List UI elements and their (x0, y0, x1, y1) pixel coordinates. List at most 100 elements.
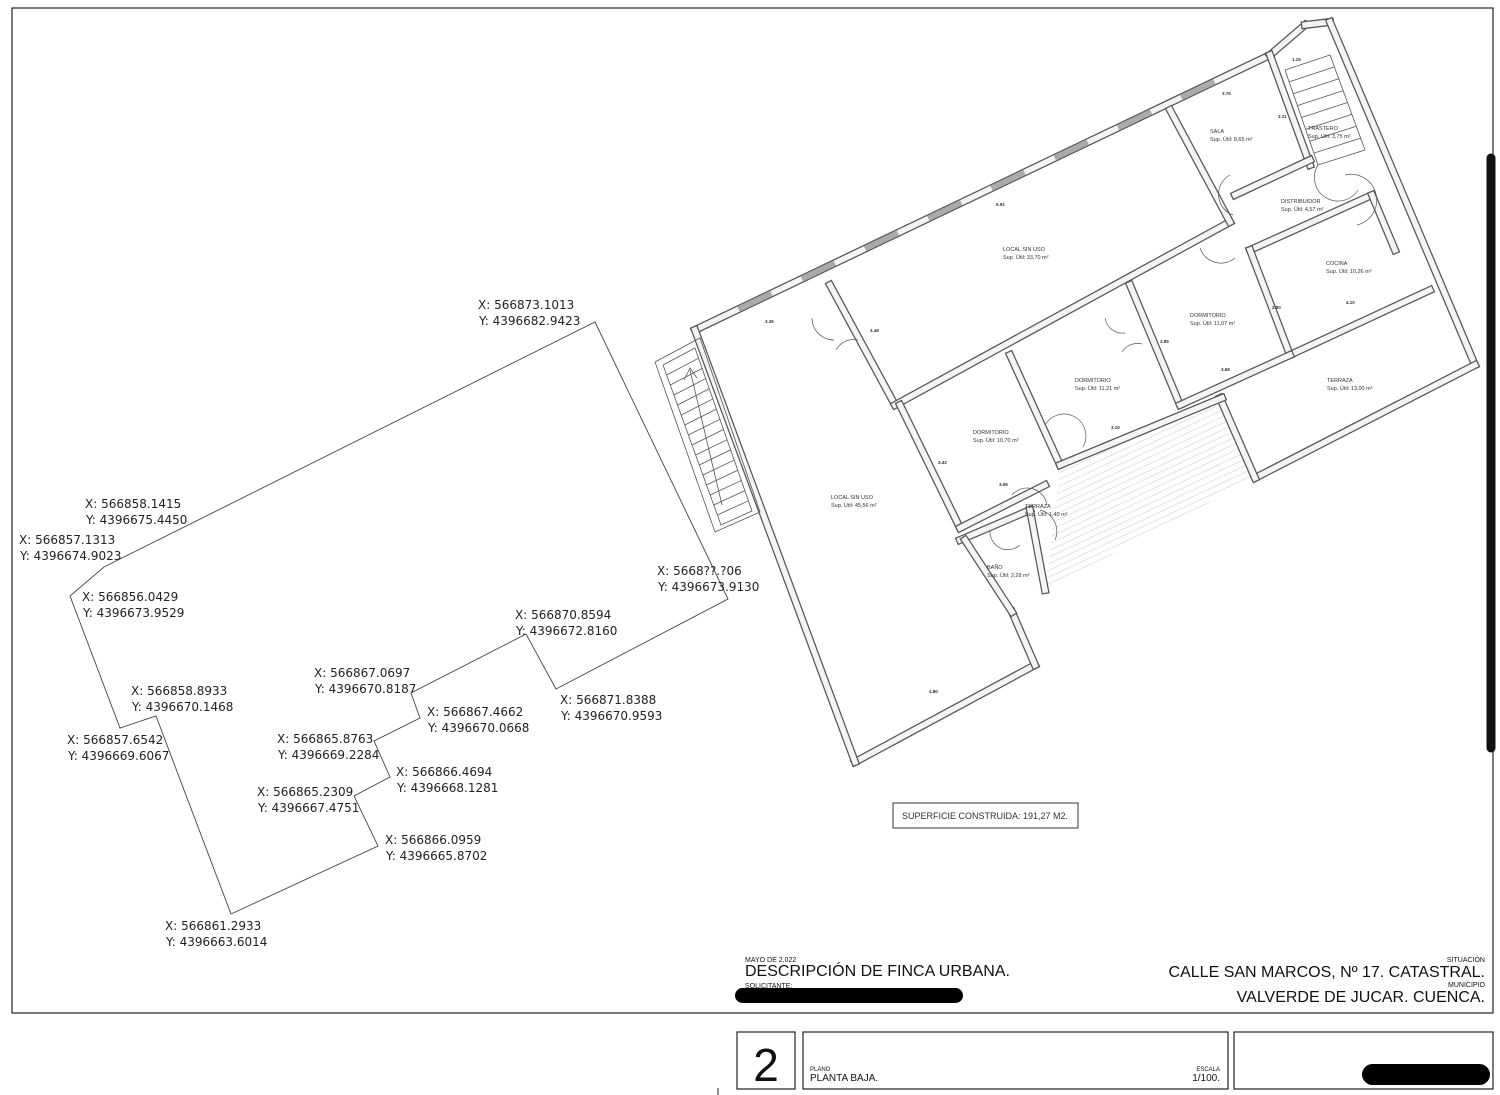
wall-fill (1368, 191, 1399, 254)
stair-step (1301, 102, 1348, 118)
stair-step (717, 500, 749, 516)
wall-fill (1008, 608, 1039, 669)
redacted-signature (1362, 1064, 1490, 1085)
wall-fill (1266, 51, 1314, 169)
coordinate-y-label: Y: 4396665.8702 (385, 849, 487, 863)
coordinate-x-label: X: 566866.0959 (385, 833, 481, 847)
room-name: COCINA (1326, 261, 1348, 267)
room-area: Sup. Útil: 10,26 m² (1326, 268, 1372, 275)
stair-step (706, 469, 738, 486)
room-area: Sup. Útil: 13,00 m² (1327, 385, 1373, 392)
wall-fill (1126, 281, 1184, 409)
room-name: DORMITORIO (973, 430, 1009, 436)
coordinate-y-label: Y: 4396670.1468 (131, 700, 233, 714)
dimension-label: 3.48 (870, 328, 879, 333)
wall-fill (1026, 506, 1049, 594)
coordinate-x-label: X: 566856.0429 (82, 590, 178, 604)
built-area-box (892, 802, 1079, 829)
dimension-label: 3.89 (1160, 339, 1169, 344)
stair-step (699, 449, 731, 466)
dimension-label: 3.11 (1278, 114, 1287, 119)
parcel-boundary (69, 321, 729, 915)
doors (811, 164, 1377, 551)
room-name: TERRAZA (1025, 504, 1051, 510)
stair-step (695, 439, 728, 456)
coordinate-x-label: X: 5668??.?06 (657, 564, 742, 578)
coordinate-y-label: Y: 4396668.1281 (396, 781, 498, 795)
wall-fill (1251, 361, 1479, 482)
wall-fill (1246, 246, 1294, 359)
room-name: DISTRIBUIDOR (1281, 199, 1320, 205)
municipality-label: MUNICIPIO (1448, 982, 1486, 989)
coordinate-y-label: Y: 4396675.4450 (85, 513, 187, 527)
coordinate-x-label: X: 566873.1013 (478, 298, 574, 312)
stair-step (662, 347, 696, 366)
wall-fill (1216, 394, 1259, 482)
room-name: SALA (1210, 129, 1224, 135)
situation-label: SITUACIÓN (1447, 955, 1485, 964)
dimension-label: 4.80 (929, 689, 938, 694)
wall-fill (956, 506, 1034, 544)
coordinate-x-label: X: 566857.1313 (19, 533, 115, 547)
room-area: Sup. Útil: 2,28 m² (987, 572, 1030, 579)
stair-step (684, 408, 717, 426)
wall-fill (1006, 351, 1064, 469)
room-area: Sup. Útil: 10,70 m² (973, 437, 1019, 444)
room-name: BAÑO (987, 564, 1003, 571)
window (737, 290, 773, 312)
coordinate-x-label: X: 566858.1415 (85, 497, 181, 511)
coordinate-x-label: X: 566865.8763 (277, 732, 373, 746)
coordinate-x-label: X: 566867.0697 (314, 666, 410, 680)
coordinate-y-label: Y: 4396670.9593 (560, 709, 662, 723)
dimension-label: 1.15 (1292, 57, 1301, 62)
plan-name: PLANTA BAJA. (810, 1073, 878, 1084)
wall-fill (851, 661, 1039, 766)
dimension-label: 3.43 (938, 460, 947, 465)
dimension-label: 3.75 (1222, 91, 1231, 96)
dimension-label: 3.06 (999, 482, 1008, 487)
municipality-text: VALVERDE DE JUCAR. CUENCA. (1237, 989, 1485, 1006)
applicant-label: SOLICITANTE: (745, 983, 792, 990)
room-area: Sup. Útil: 11,07 m² (1190, 320, 1235, 327)
window (1116, 109, 1153, 131)
wall-fill (1056, 394, 1226, 469)
coordinate-y-label: Y: 4396673.9130 (657, 580, 759, 594)
stair-step (1313, 137, 1361, 154)
window (863, 230, 900, 252)
wall-fill (1166, 106, 1234, 226)
coordinate-x-label: X: 566866.4694 (396, 765, 492, 779)
signature-box (1233, 1031, 1494, 1090)
room-area: Sup. Útil: 45,56 m² (831, 502, 877, 509)
coordinate-x-label: X: 566870.8594 (515, 608, 611, 622)
stair-step (1288, 66, 1335, 83)
room-name: LOCAL SIN USO (831, 495, 874, 501)
wall-fill (1246, 191, 1376, 254)
coordinate-y-label: Y: 4396670.8187 (314, 682, 416, 696)
terrace-hatch (1045, 398, 1255, 590)
room-area: Sup. Útil: 11,21 m² (1075, 385, 1120, 392)
dimension-label: 3.36 (765, 319, 774, 324)
wall-fill (961, 536, 1016, 616)
plan-label: PLANO (810, 1067, 831, 1073)
stair-step (1293, 78, 1339, 95)
room-name: DORMITORIO (1075, 378, 1111, 384)
scale-label: ESCALA (1196, 1067, 1220, 1073)
wall-fill (896, 401, 964, 532)
window (800, 260, 836, 282)
room-area: Sup. Útil: 4,57 m² (1281, 206, 1324, 213)
dimension-label: 9.92 (996, 202, 1005, 207)
coordinate-y-label: Y: 4396669.6067 (67, 749, 169, 763)
sheet-number: 2 (753, 1039, 779, 1091)
coordinate-y-label: Y: 4396674.9023 (19, 549, 121, 563)
stair-step (1305, 113, 1352, 130)
stair-step (713, 490, 746, 506)
built-area-text: SUPERFICIE CONSTRUIDA: 191,27 M2. (902, 811, 1068, 821)
coordinate-x-label: X: 566867.4662 (427, 705, 523, 719)
stair-step (666, 357, 699, 376)
dimension-label: 3.68 (1221, 367, 1230, 372)
drawing-frame (11, 7, 1494, 1014)
coordinate-x-label: X: 566857.6542 (67, 733, 163, 747)
wall-fill (1301, 18, 1334, 29)
